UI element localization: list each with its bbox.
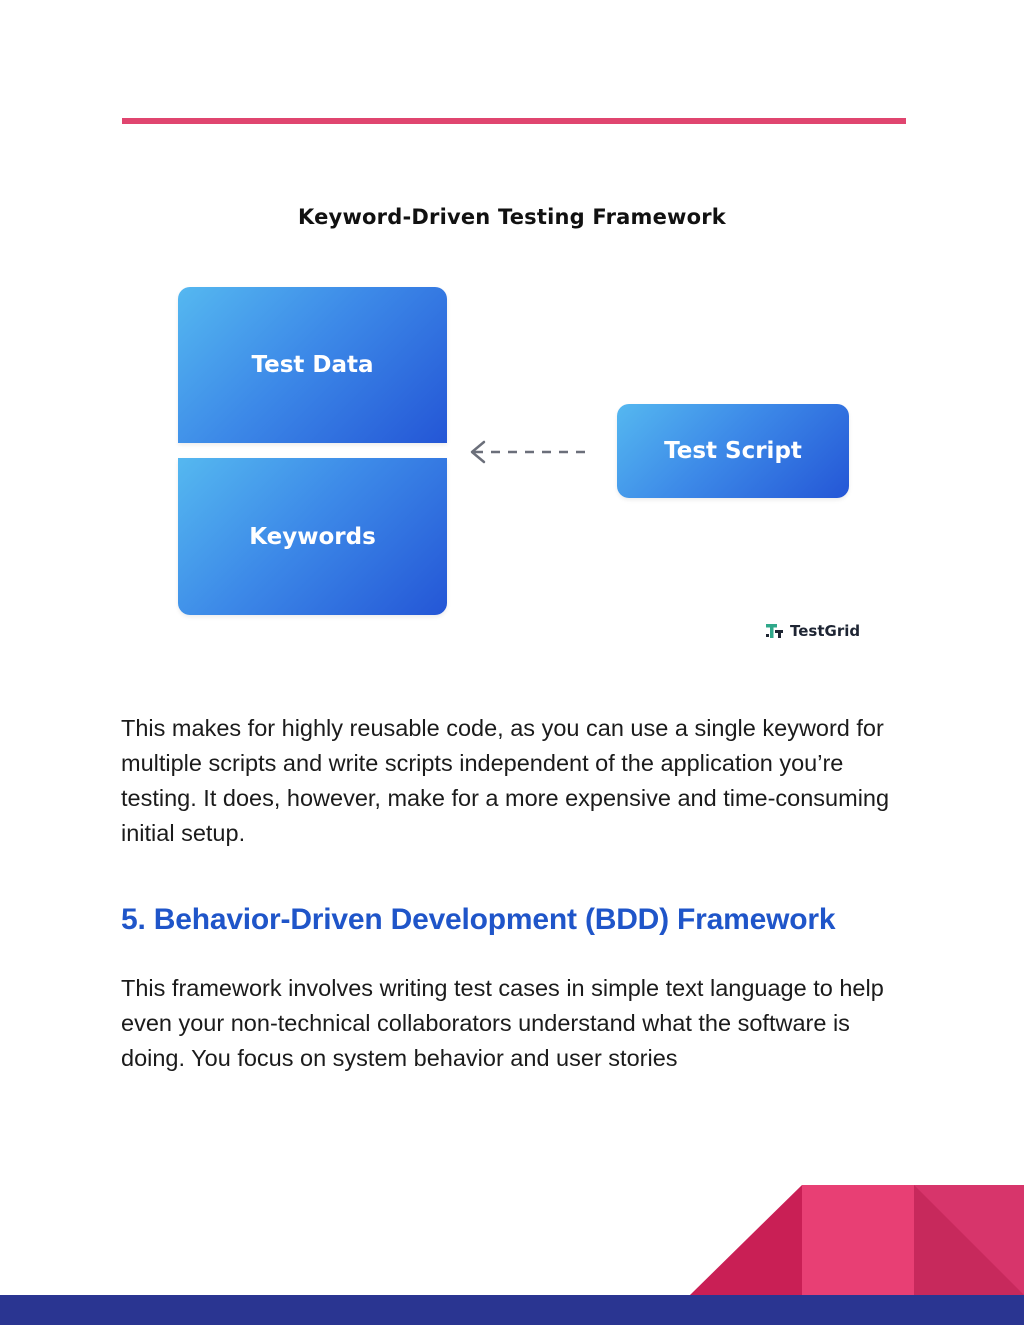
testgrid-logo-icon	[766, 624, 783, 638]
diagram-title: Keyword-Driven Testing Framework	[298, 205, 726, 229]
test-script-box: Test Script	[617, 404, 849, 498]
test-data-box: Test Data	[178, 287, 447, 443]
test-script-label: Test Script	[664, 438, 802, 464]
testgrid-logo-text: TestGrid	[790, 622, 861, 640]
keywords-label: Keywords	[249, 523, 376, 550]
top-accent-rule	[122, 118, 906, 124]
footer-bar	[0, 1295, 1024, 1325]
body-paragraph-1: This makes for highly reusable code, as …	[121, 715, 890, 846]
testgrid-logo: TestGrid	[766, 622, 860, 640]
section-heading: 5. Behavior-Driven Development (BDD) Fra…	[121, 903, 836, 936]
footer-decoration	[690, 1185, 1024, 1295]
dashed-arrow-left-icon	[470, 440, 590, 464]
keywords-box: Keywords	[178, 458, 447, 615]
body-paragraph-2: This framework involves writing test cas…	[121, 975, 884, 1071]
test-data-label: Test Data	[251, 352, 374, 378]
